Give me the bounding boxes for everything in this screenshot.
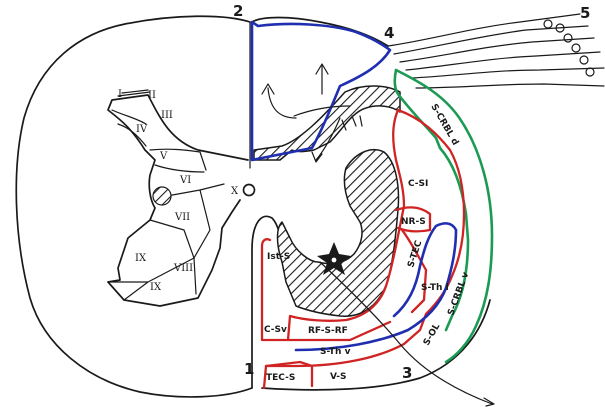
dorsal-root [388, 14, 604, 88]
tract-s-crbl-d: S-CRBL d [428, 103, 460, 148]
tract-s-th-l: S-Th l [421, 283, 449, 293]
label-3: 3 [402, 364, 412, 382]
lamina-iv: IV [136, 124, 148, 135]
lamina-ix-upper: IX [135, 253, 147, 264]
tract-s-ol: S-OL [422, 322, 443, 348]
ventral-horn-hatch [278, 150, 399, 316]
clarke-nucleus [153, 187, 171, 205]
tract-nr-s: NR-S [401, 217, 426, 227]
lamina-ii: II [148, 90, 156, 101]
lamina-v: V [159, 151, 168, 162]
lamina-vii: VII [174, 212, 190, 223]
tract-ist-s: Ist-S [267, 252, 290, 262]
lamina-iii: III [161, 110, 173, 121]
tract-tec-s: TEC-S [266, 373, 295, 383]
lamina-vi: VI [179, 175, 191, 186]
lamina-viii: VIII [173, 263, 193, 274]
label-1: 1 [244, 360, 254, 378]
lamina-ix-lower: IX [150, 282, 162, 293]
dorsal-horn-hatch [254, 86, 400, 160]
label-4: 4 [384, 24, 394, 42]
lamina-x: X [231, 186, 239, 197]
gray-matter-left [108, 95, 248, 306]
label-2: 2 [233, 2, 243, 20]
tract-v-s: V-S [330, 372, 347, 382]
label-5: 5 [580, 4, 590, 22]
tract-c-si: C-SI [408, 179, 428, 189]
lamina-i: I [118, 89, 122, 100]
central-canal-icon [244, 185, 255, 196]
tract-c-sv: C-Sv [264, 325, 287, 335]
tract-s-th-v: S-Th v [320, 347, 351, 357]
tract-rf-s-rf: RF-S-RF [308, 326, 348, 336]
